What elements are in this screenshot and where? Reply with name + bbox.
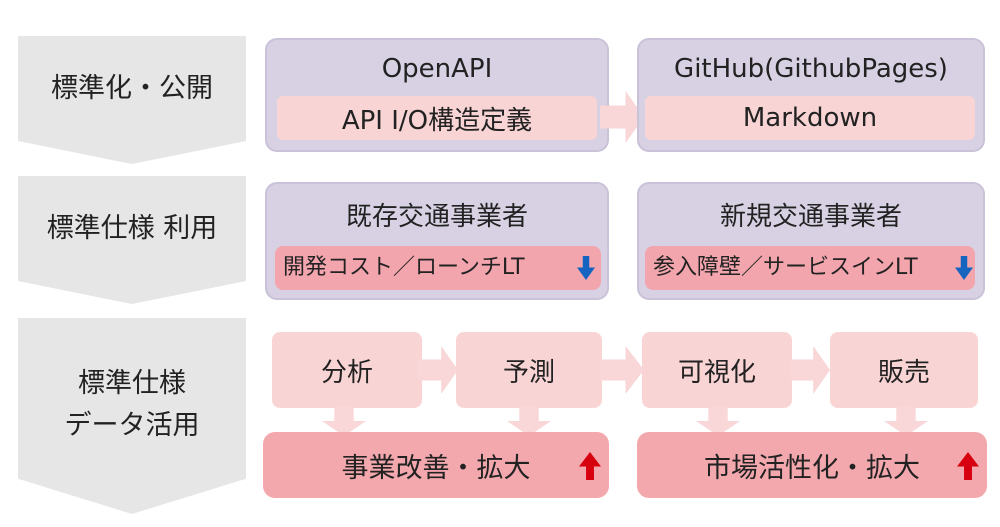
flow-arrow-right	[790, 346, 830, 394]
phase-label: 標準仕様 利用	[46, 213, 218, 244]
step-visualization: 可視化	[642, 332, 792, 408]
step-sales: 販売	[830, 332, 978, 408]
flow-arrow-right	[418, 346, 458, 394]
business-improvement-text: 事業改善・拡大	[341, 452, 531, 484]
phase-spec-usage: 標準仕様 利用	[18, 176, 246, 304]
phase-label-line-1: 標準仕様	[78, 368, 186, 399]
market-activation-bar: 市場活性化・拡大	[637, 432, 987, 498]
flow-arrow-right	[600, 346, 644, 394]
arrow-down-icon	[577, 256, 595, 280]
markdown-bar: Markdown	[645, 96, 975, 140]
entry-barrier-text: 参入障壁／サービスインLT	[653, 255, 918, 280]
phase-spec-data-utilization: 標準仕様 データ活用	[18, 318, 246, 514]
entry-barrier-bar: 参入障壁／サービスインLT	[645, 246, 975, 290]
api-io-structure-bar: API I/O構造定義	[277, 96, 597, 140]
github-title: GitHub(GithubPages)	[674, 54, 948, 84]
step-analysis: 分析	[272, 332, 422, 408]
business-improvement-bar: 事業改善・拡大	[263, 432, 609, 498]
new-operators-panel: 新規交通事業者 参入障壁／サービスインLT	[637, 182, 985, 300]
phase-label: 標準化・公開	[51, 73, 213, 104]
market-activation-text: 市場活性化・拡大	[704, 452, 920, 484]
openapi-panel: OpenAPI API I/O構造定義	[265, 38, 609, 152]
phase-standardize-publish: 標準化・公開	[18, 36, 246, 164]
dev-cost-launch-bar: 開発コスト／ローンチLT	[275, 246, 601, 290]
new-operators-title: 新規交通事業者	[719, 201, 902, 232]
dev-cost-launch-text: 開発コスト／ローンチLT	[283, 255, 525, 280]
existing-operators-title: 既存交通事業者	[345, 201, 528, 232]
openapi-title: OpenAPI	[381, 54, 493, 84]
github-panel: GitHub(GithubPages) Markdown	[637, 38, 985, 152]
step-prediction: 予測	[456, 332, 602, 408]
phase-label-line-2: データ活用	[64, 410, 200, 441]
existing-operators-panel: 既存交通事業者 開発コスト／ローンチLT	[265, 182, 609, 300]
arrow-down-icon	[955, 256, 973, 280]
